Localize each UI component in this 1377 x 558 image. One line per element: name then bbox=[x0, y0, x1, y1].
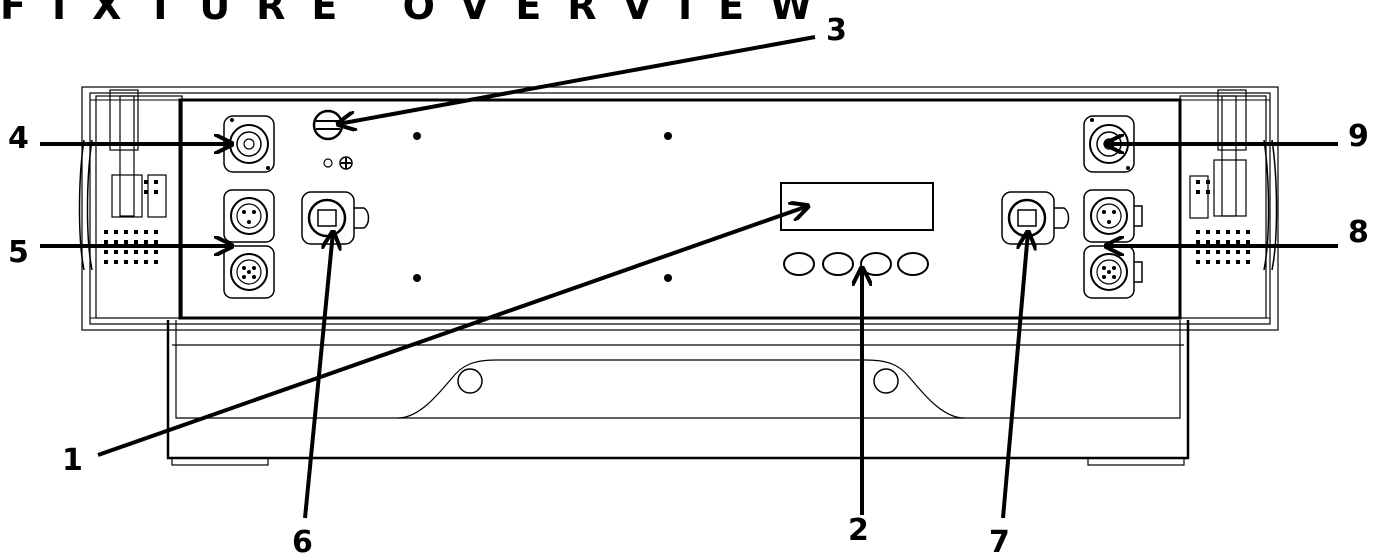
lcd-display bbox=[780, 182, 934, 231]
callout-6: 6 bbox=[292, 525, 313, 558]
leader-line-6 bbox=[303, 232, 333, 519]
callout-8: 8 bbox=[1348, 215, 1369, 250]
callout-1: 1 bbox=[62, 443, 83, 478]
ethernet-in-connector bbox=[301, 191, 370, 245]
callout-7: 7 bbox=[989, 525, 1010, 558]
yoke-foot-left bbox=[171, 457, 269, 466]
yoke-mount-hole-right bbox=[873, 368, 899, 394]
diagram-title: FIXTURE OVERVIEW bbox=[0, 0, 838, 28]
menu-button bbox=[783, 252, 815, 276]
callout-2: 2 bbox=[848, 513, 869, 548]
ethernet-out-connector bbox=[1001, 191, 1070, 245]
enter-button bbox=[897, 252, 929, 276]
leader-line-1 bbox=[97, 206, 808, 457]
down-button bbox=[860, 252, 892, 276]
fixture-housing bbox=[81, 86, 1279, 331]
callout-9: 9 bbox=[1348, 119, 1369, 154]
ground-symbol bbox=[323, 156, 353, 170]
up-button bbox=[822, 252, 854, 276]
yoke-bracket bbox=[166, 320, 1190, 466]
callout-4: 4 bbox=[8, 121, 29, 156]
callout-5: 5 bbox=[8, 235, 29, 270]
panel-screws bbox=[413, 132, 672, 282]
control-buttons bbox=[783, 252, 929, 276]
end-cap-left bbox=[78, 89, 167, 271]
end-cap-right bbox=[1189, 89, 1278, 271]
dmx-in-connectors bbox=[223, 189, 275, 299]
rear-panel bbox=[178, 98, 1182, 320]
fuse-holder bbox=[312, 109, 344, 141]
leader-lines bbox=[40, 35, 1338, 519]
leader-line-3 bbox=[338, 35, 816, 124]
yoke-foot-right bbox=[1087, 457, 1185, 466]
callout-3: 3 bbox=[826, 13, 847, 48]
leader-line-7 bbox=[1001, 232, 1028, 519]
yoke-mount-hole-left bbox=[457, 368, 483, 394]
